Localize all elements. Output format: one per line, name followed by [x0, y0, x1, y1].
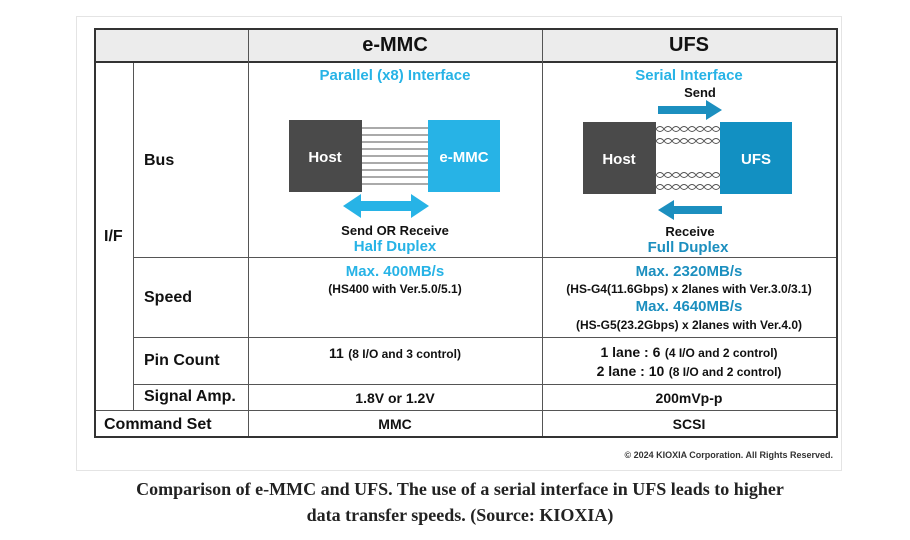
group-label-if: I/F [104, 228, 123, 245]
emmc-signal-amp: 1.8V or 1.2V [355, 390, 435, 406]
header-emmc: e-MMC [362, 34, 428, 56]
ufs-signal-amp: 200mVp-p [655, 390, 723, 406]
ufs-device-box [720, 122, 792, 194]
ufs-host-box [583, 122, 656, 194]
emmc-pin-count: 11 (8 I/O and 3 control) [248, 345, 542, 363]
caption-line-1: Comparison of e-MMC and UFS. The use of … [136, 479, 784, 499]
header-divider [96, 61, 836, 63]
emmc-device-box [428, 120, 500, 192]
ufs-command-set: SCSI [672, 416, 706, 432]
ufs-host-label: Host [602, 151, 635, 168]
emmc-device-label: e-MMC [439, 149, 488, 166]
row-label-bus: Bus [144, 152, 175, 169]
header-ufs: UFS [669, 34, 709, 56]
ufs-pin-2-detail: (8 I/O and 2 control) [668, 365, 782, 379]
ufs-interface-title: Serial Interface [635, 67, 743, 84]
emmc-bus-diagram: Host e-MMC Send OR Receive Half Duplex [289, 120, 500, 255]
ufs-speed-note-2: (HS-G5(23.2Gbps) x 2lanes with Ver.4.0) [575, 318, 803, 332]
emmc-speed-note: (HS400 with Ver.5.0/5.1) [328, 282, 462, 296]
row-divider-signal [96, 410, 836, 411]
ufs-pin-2-main: 2 lane : 10 [596, 363, 665, 379]
comparison-table: e-MMC UFS I/F Bus Speed Pin Count Signal… [94, 28, 838, 438]
ufs-pin-count-2: 2 lane : 10 (8 I/O and 2 control) [542, 363, 836, 381]
row-divider-bus [133, 257, 836, 258]
figure-caption: Comparison of e-MMC and UFS. The use of … [60, 476, 860, 528]
ufs-speed-note-1: (HS-G4(11.6Gbps) x 2lanes with Ver.3.0/3… [566, 282, 812, 296]
ufs-duplex: Full Duplex [648, 239, 729, 256]
parallel-lines [362, 127, 428, 185]
col-divider-group [133, 63, 134, 410]
row-label-pin-count: Pin Count [144, 352, 220, 369]
row-divider-pin [133, 384, 836, 385]
ufs-device-label: UFS [741, 151, 771, 168]
ufs-speed-max-2: Max. 4640MB/s [635, 298, 743, 315]
ufs-pin-1-main: 1 lane : 6 [600, 344, 661, 360]
row-label-signal-amp: Signal Amp. [144, 388, 236, 405]
emmc-arrow-label: Send OR Receive [341, 223, 449, 238]
emmc-pin-detail: (8 I/O and 3 control) [348, 347, 461, 361]
emmc-host-box [289, 120, 362, 192]
serial-twisted-lines [655, 126, 721, 190]
ufs-pin-1-detail: (4 I/O and 2 control) [664, 346, 778, 360]
ufs-receive-label: Receive [665, 224, 714, 239]
ufs-speed-max-1: Max. 2320MB/s [635, 263, 743, 280]
double-arrow-icon [343, 194, 429, 218]
header-blank-cell [96, 30, 248, 61]
row-divider-speed [133, 337, 836, 338]
copyright-notice: © 2024 KIOXIA Corporation. All Rights Re… [624, 450, 833, 460]
emmc-interface-title: Parallel (x8) Interface [319, 67, 471, 84]
row-label-speed: Speed [144, 289, 193, 306]
header-ufs-cell [542, 30, 836, 61]
emmc-duplex: Half Duplex [354, 238, 437, 255]
col-divider-center [542, 30, 543, 436]
caption-line-2: data transfer speeds. (Source: KIOXIA) [306, 505, 614, 525]
send-arrow-icon [658, 100, 722, 120]
col-divider-main [248, 30, 249, 436]
row-label-command-set: Command Set [104, 416, 212, 433]
header-emmc-cell [248, 30, 542, 61]
emmc-speed-max: Max. 400MB/s [345, 263, 445, 280]
emmc-pin-main: 11 [329, 345, 344, 361]
ufs-send-label: Send [684, 85, 716, 100]
receive-arrow-icon [658, 200, 722, 220]
ufs-bus-diagram: Send Host UFS Receive Full Duplex [583, 85, 792, 256]
emmc-command-set: MMC [378, 416, 412, 432]
figure-frame [76, 16, 842, 471]
emmc-host-label: Host [308, 149, 341, 166]
ufs-pin-count-1: 1 lane : 6 (4 I/O and 2 control) [542, 344, 836, 362]
